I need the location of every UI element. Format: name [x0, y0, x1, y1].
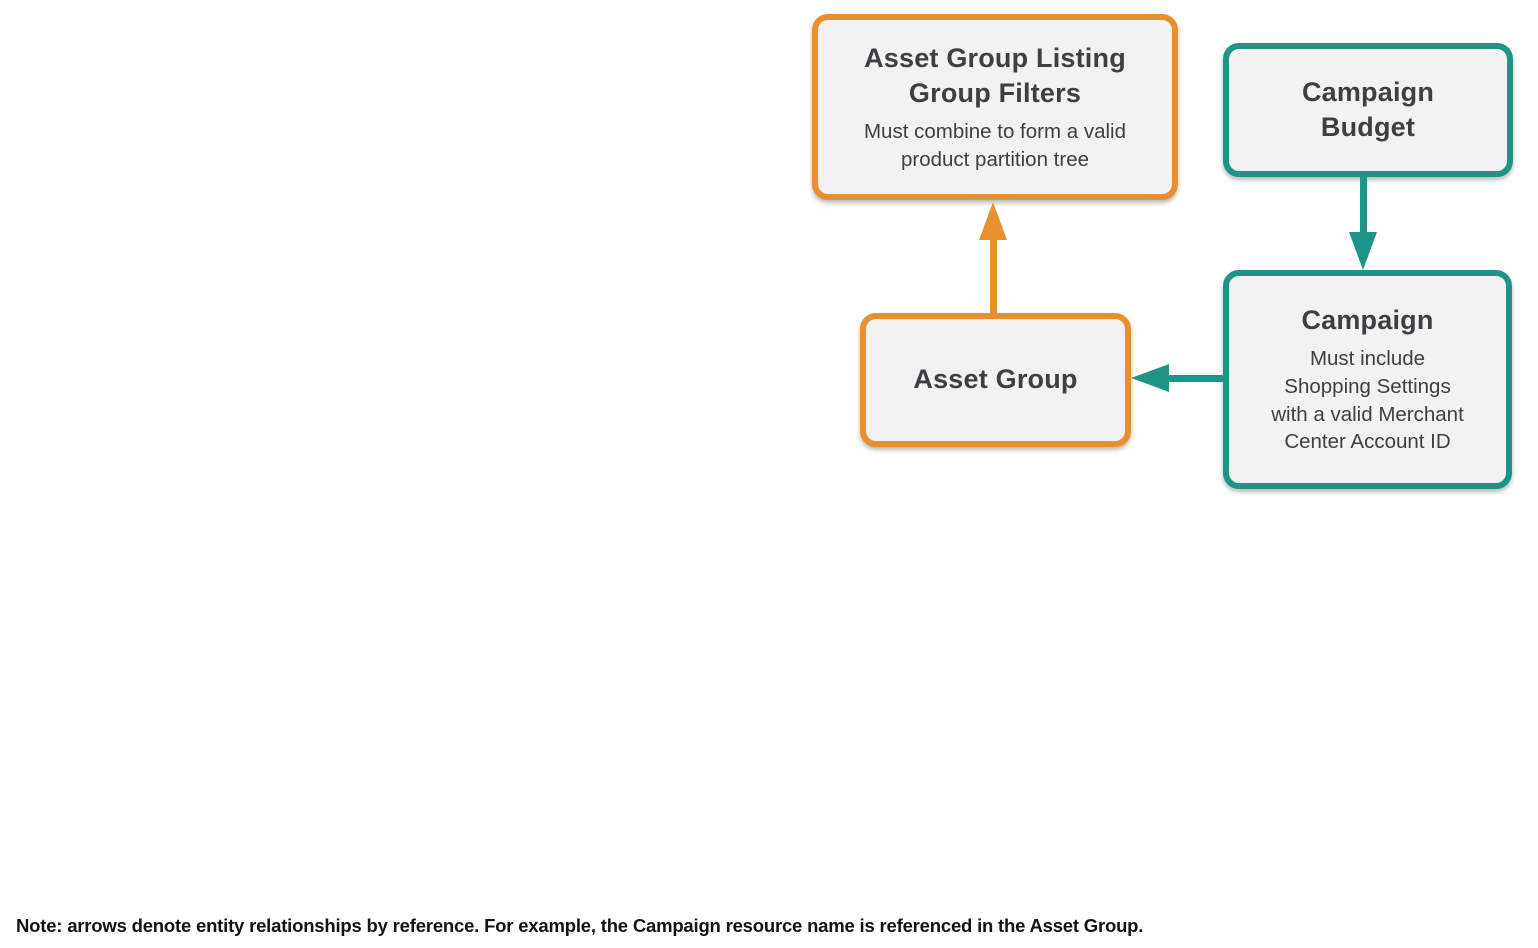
node-title: Asset Group Listing Group Filters: [864, 42, 1126, 108]
node-campaign-budget: Campaign Budget: [1223, 43, 1513, 177]
node-asset-group-listing-group-filters: Asset Group Listing Group Filters Must c…: [812, 14, 1178, 200]
node-asset-group: Asset Group: [860, 313, 1131, 447]
node-title: Campaign: [1301, 305, 1434, 336]
node-title: Asset Group: [913, 364, 1078, 395]
node-campaign: Campaign Must include Shopping Settings …: [1223, 270, 1512, 489]
node-subtitle: Must include Shopping Settings with a va…: [1271, 347, 1464, 454]
node-title: Campaign Budget: [1301, 76, 1435, 142]
arrow-asset-group-to-listing-filters-stem: [990, 236, 997, 314]
arrow-down-icon: [1349, 232, 1377, 270]
arrow-campaign-to-asset-group-stem: [1166, 375, 1224, 382]
footnote: Note: arrows denote entity relationships…: [16, 915, 1144, 936]
arrow-left-icon: [1131, 364, 1169, 392]
arrow-campaign-budget-to-campaign-stem: [1360, 176, 1367, 234]
arrow-up-icon: [979, 202, 1007, 240]
node-subtitle: Must combine to form a valid product par…: [863, 119, 1127, 171]
